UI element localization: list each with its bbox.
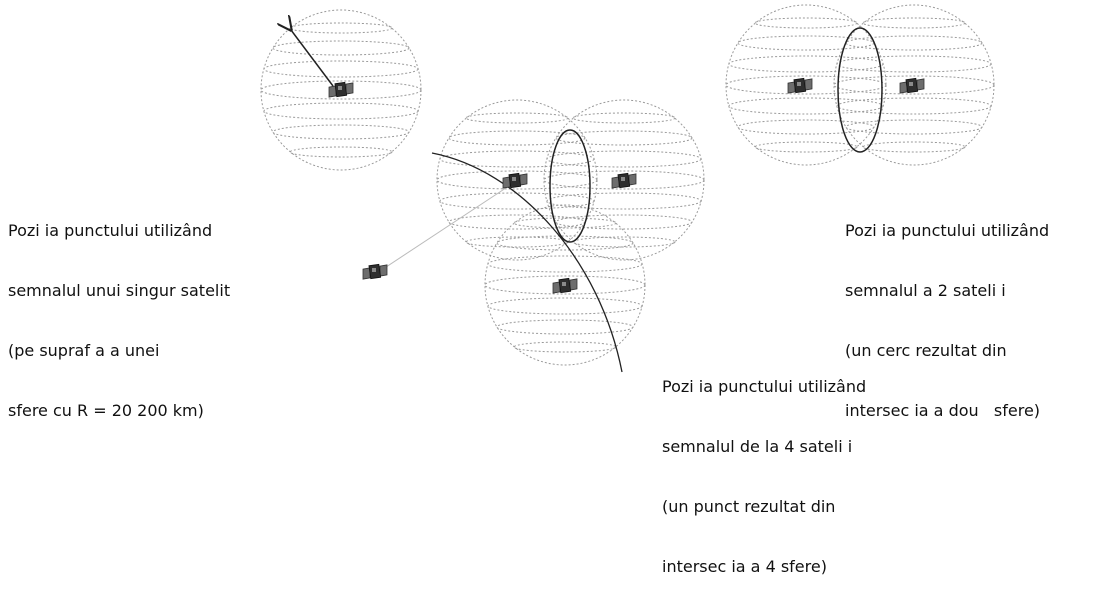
satellite-icon — [787, 77, 813, 94]
caption-line: sfere cu R = 20 200 km) — [8, 401, 204, 420]
caption-four-satellites: Pozi ia punctului utilizând semnalul de … — [662, 337, 866, 597]
caption-line: semnalul a 2 sateli i — [845, 281, 1006, 300]
caption-line: Pozi ia punctului utilizând — [845, 221, 1050, 240]
caption-line: intersec ia a dou sfere) — [845, 401, 1041, 420]
caption-line: intersec ia a 4 sfere) — [662, 557, 827, 576]
intersection-arc — [431, 152, 623, 373]
intersection-circle — [837, 27, 883, 153]
caption-two-satellites: Pozi ia punctului utilizând semnalul a 2… — [845, 181, 1049, 441]
caption-line: semnalul de la 4 sateli i — [662, 437, 853, 456]
satellite-icon — [552, 277, 578, 294]
caption-line: Pozi ia punctului utilizând — [662, 377, 867, 396]
gps-positioning-diagram — [260, 4, 995, 373]
caption-line: (un punct rezultat din — [662, 497, 836, 516]
satellite-icon — [611, 172, 637, 189]
caption-line: (un cerc rezultat din — [845, 341, 1007, 360]
satellite-icon — [899, 77, 925, 94]
caption-line: semnalul unui singur satelit — [8, 281, 231, 300]
intersection-circle — [549, 129, 591, 243]
satellite-icon — [362, 263, 388, 280]
signal-line — [379, 181, 516, 272]
caption-line: (pe supraf a a unei — [8, 341, 160, 360]
caption-line: Pozi ia punctului utilizând — [8, 221, 213, 240]
single-satellite-group — [260, 9, 422, 171]
radius-arrow-icon — [291, 30, 334, 87]
caption-one-satellite: Pozi ia punctului utilizând semnalul unu… — [8, 181, 230, 441]
four-satellites-group — [362, 99, 705, 373]
two-satellites-group — [725, 4, 995, 166]
satellite-icon — [502, 172, 528, 189]
